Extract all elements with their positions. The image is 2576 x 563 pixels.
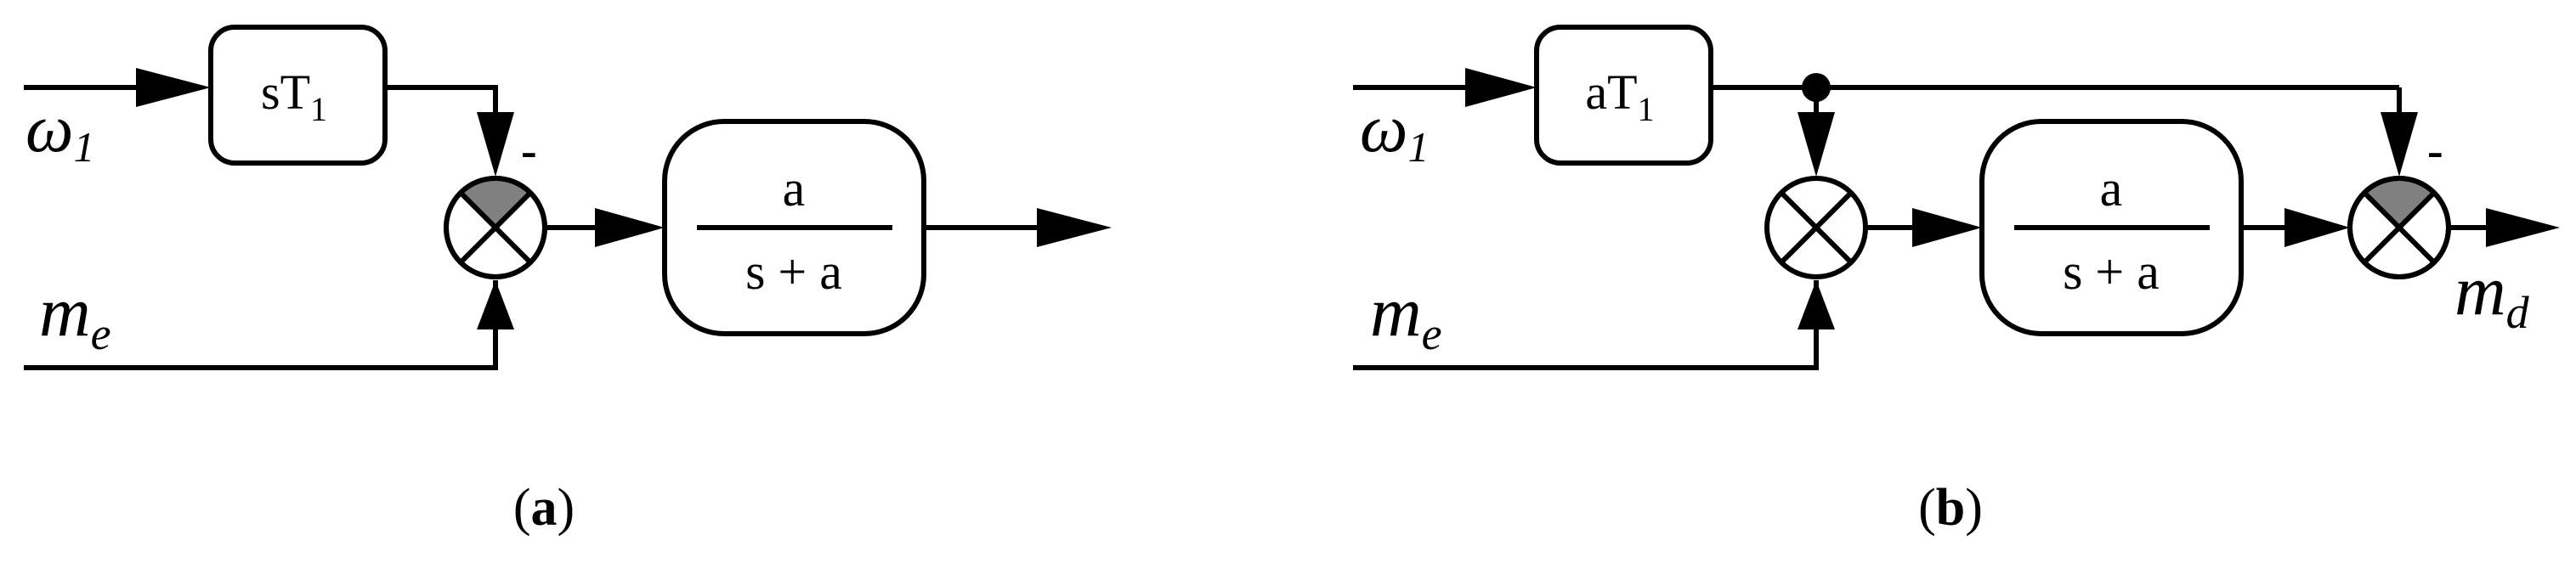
sj2-minus-sign: - bbox=[2427, 125, 2443, 177]
sj1-top-arrow bbox=[1798, 112, 1835, 177]
st1-block bbox=[208, 25, 388, 166]
me-input-label: me bbox=[39, 273, 111, 359]
caption-b: (b) bbox=[1918, 479, 1983, 537]
at1-block-label: aT1 bbox=[1585, 65, 1654, 128]
summing-junction-a bbox=[444, 176, 547, 279]
me-input-label-b: me bbox=[1370, 273, 1442, 359]
at1-block bbox=[1534, 25, 1713, 166]
caption-a: (a) bbox=[513, 479, 575, 537]
omega-input-arrow-b bbox=[1465, 68, 1537, 107]
summing-junction-b2 bbox=[2347, 176, 2451, 279]
st1-output-wire bbox=[385, 85, 498, 127]
tf-a-input-arrow bbox=[595, 208, 665, 247]
sj1-bottom-arrow bbox=[1798, 280, 1835, 329]
tf-b-input-arrow bbox=[1912, 208, 1982, 247]
sj-a-top-arrow bbox=[477, 112, 514, 177]
sj-a-bottom-arrow bbox=[477, 280, 514, 329]
sj2-left-arrow bbox=[2284, 208, 2350, 247]
md-output-arrow bbox=[2486, 208, 2560, 247]
sj-a-minus-sign: - bbox=[521, 125, 537, 177]
panel-a: ω1 sT1 - me a s + a bbox=[24, 25, 1112, 537]
sj2-negative-sector bbox=[2364, 178, 2434, 228]
omega-input-arrow bbox=[136, 68, 211, 107]
st1-block-label: sT1 bbox=[261, 65, 327, 128]
panel-b: ω1 aT1 - me a bbox=[1353, 25, 2560, 537]
omega-input-label: ω1 bbox=[25, 92, 94, 171]
md-output-label: md bbox=[2454, 251, 2530, 338]
sj-a-negative-sector bbox=[461, 178, 530, 228]
tf-b-numerator: a bbox=[2100, 160, 2123, 217]
omega-input-label-b: ω1 bbox=[1360, 92, 1429, 171]
summing-junction-b1 bbox=[1764, 176, 1868, 279]
tf-a-denominator: s + a bbox=[745, 244, 842, 300]
tf-a-numerator: a bbox=[783, 160, 806, 217]
tf-b-denominator: s + a bbox=[2063, 244, 2160, 300]
tf-a-output-arrow bbox=[1037, 208, 1112, 247]
sj2-top-arrow bbox=[2381, 112, 2418, 177]
